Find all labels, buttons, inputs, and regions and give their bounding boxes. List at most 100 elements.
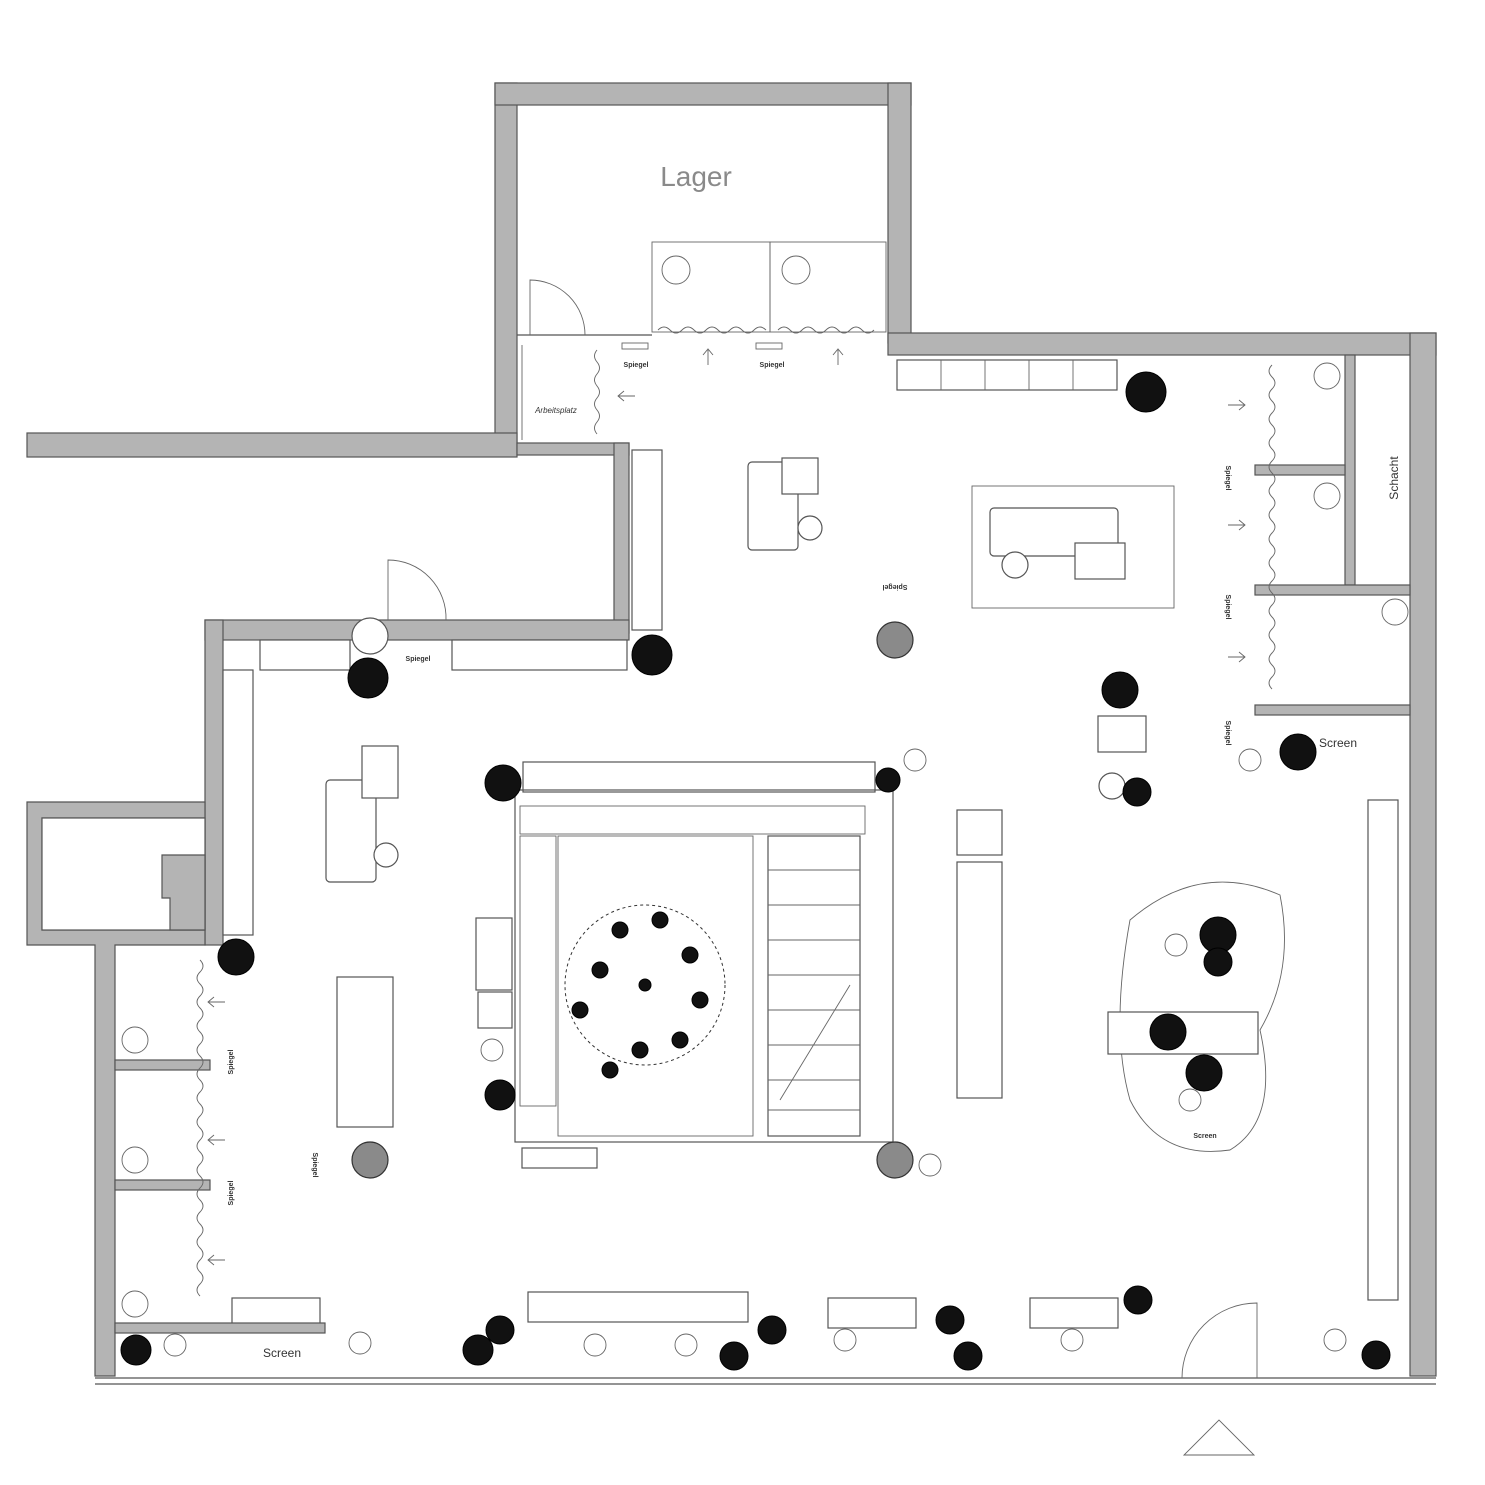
table-right-stool (1001, 551, 1029, 579)
fitting-rooms-right (1254, 354, 1411, 716)
label-spiegel: Spiegel (311, 1153, 318, 1178)
person-icon (918, 1153, 942, 1177)
curtain-frr (1268, 364, 1276, 690)
wall-lager-right (887, 82, 912, 344)
person-icon (1323, 1328, 1347, 1352)
wall-upper-right-top (887, 332, 1437, 356)
plant-icon (719, 1341, 749, 1371)
person-icon (1238, 748, 1262, 772)
fitting-room-1 (651, 241, 771, 333)
shelf-bottom-2 (527, 1291, 749, 1323)
label-spiegel: Spiegel (1224, 721, 1231, 746)
plants (120, 371, 1391, 1371)
tables (325, 457, 1175, 1169)
shelf-mid-left-1 (259, 639, 351, 671)
curtain-arbeitsplatz (594, 349, 600, 435)
table-right-box (1074, 542, 1126, 580)
plant-icon (935, 1305, 965, 1335)
walls (26, 82, 1437, 1385)
person-icon (348, 1331, 372, 1355)
shelf-bottom-3 (827, 1297, 917, 1329)
direction-arrow-icon (1228, 399, 1246, 411)
display-left-boxes-b (477, 991, 513, 1029)
label-screen: Screen (263, 1346, 301, 1360)
plant-icon (1122, 777, 1152, 807)
wall-left-notch (161, 854, 206, 931)
plant-icon (217, 938, 255, 976)
wall-right (1409, 332, 1437, 1377)
display-top (956, 809, 1003, 856)
direction-arrow-icon (617, 390, 635, 402)
stair (767, 835, 861, 1137)
display-left-boxes-a (475, 917, 513, 991)
fr-right-divider-2 (1254, 584, 1411, 596)
box-right (1097, 715, 1147, 753)
fitting-rooms-left (114, 959, 326, 1334)
plant-icon (1149, 1013, 1187, 1051)
courtyard-inner (557, 835, 754, 1137)
doors[interactable] (387, 559, 1258, 1456)
lounge-island (1107, 881, 1285, 1152)
labels: Lager Schacht Arbeitsplatz Spiegel Spieg… (228, 161, 1401, 1360)
label-screen: Screen (1319, 736, 1357, 750)
plinth-bottom-center (521, 1147, 598, 1169)
seat-frr1 (1313, 362, 1341, 390)
door-swing-icon[interactable] (387, 559, 447, 621)
label-screen: Screen (1193, 1133, 1216, 1140)
wall-mid-top (516, 442, 630, 456)
label-spiegel: Spiegel (1224, 466, 1231, 491)
plant-icon (462, 1334, 494, 1366)
wall-mid-right (613, 442, 630, 634)
wall-left-step (204, 619, 224, 946)
people (163, 748, 1347, 1357)
column-1 (876, 621, 914, 659)
room-label-arbeitsplatz: Arbeitsplatz (534, 406, 577, 415)
label-spiegel: Spiegel (760, 362, 785, 369)
wall-schacht (1344, 354, 1356, 586)
wall-top-left (26, 432, 518, 458)
label-spiegel: Spiegel (406, 656, 431, 663)
plant-icon (631, 634, 673, 676)
label-spiegel: Spiegel (228, 1181, 235, 1206)
wall-lager-left (494, 82, 518, 444)
label-spiegel: Spiegel (1224, 595, 1231, 620)
entrance-arrow-icon (1182, 1419, 1256, 1456)
seat-frr3 (1381, 598, 1409, 626)
arbeitsplatz-area (521, 345, 600, 440)
column-2 (351, 1141, 389, 1179)
plant-icon (484, 764, 522, 802)
plant-icon (484, 1079, 516, 1111)
fitting-room-2 (769, 241, 887, 333)
curtain-frl (196, 959, 204, 1297)
direction-arrow-icon (832, 348, 844, 365)
shelf-bottom-4 (1029, 1297, 1119, 1329)
shelf-mid-vertical (631, 449, 663, 631)
tree-icon (564, 904, 726, 1079)
direction-arrow-icon (1228, 519, 1246, 531)
person-icon (1060, 1328, 1084, 1352)
room-label-schacht: Schacht (1387, 456, 1401, 500)
central-core (514, 789, 894, 1143)
rail-left (519, 835, 557, 1107)
door-swing-lager (529, 279, 586, 336)
fr-left-divider-2 (114, 1179, 211, 1191)
direction-arrow-icon (1228, 651, 1246, 663)
direction-arrow-icon (207, 1134, 225, 1146)
person-icon (480, 1038, 504, 1062)
seat-frl2 (121, 1146, 149, 1174)
plant-icon (485, 1315, 515, 1345)
seat-frl1 (121, 1026, 149, 1054)
shelf-right-vertical (1367, 799, 1399, 1301)
door-swing-icon-entrance[interactable] (1181, 1302, 1258, 1379)
plant-icon (1101, 671, 1139, 709)
stool-right (1098, 772, 1126, 800)
direction-arrow-icon (207, 996, 225, 1008)
plant-icon (1361, 1340, 1391, 1370)
plant-icon (120, 1334, 152, 1366)
table-top-center-stool (797, 515, 823, 541)
display-long (956, 861, 1003, 1099)
room-label-lager: Lager (660, 161, 732, 192)
curtain-fr1 (657, 326, 767, 334)
person-icon (903, 748, 927, 772)
